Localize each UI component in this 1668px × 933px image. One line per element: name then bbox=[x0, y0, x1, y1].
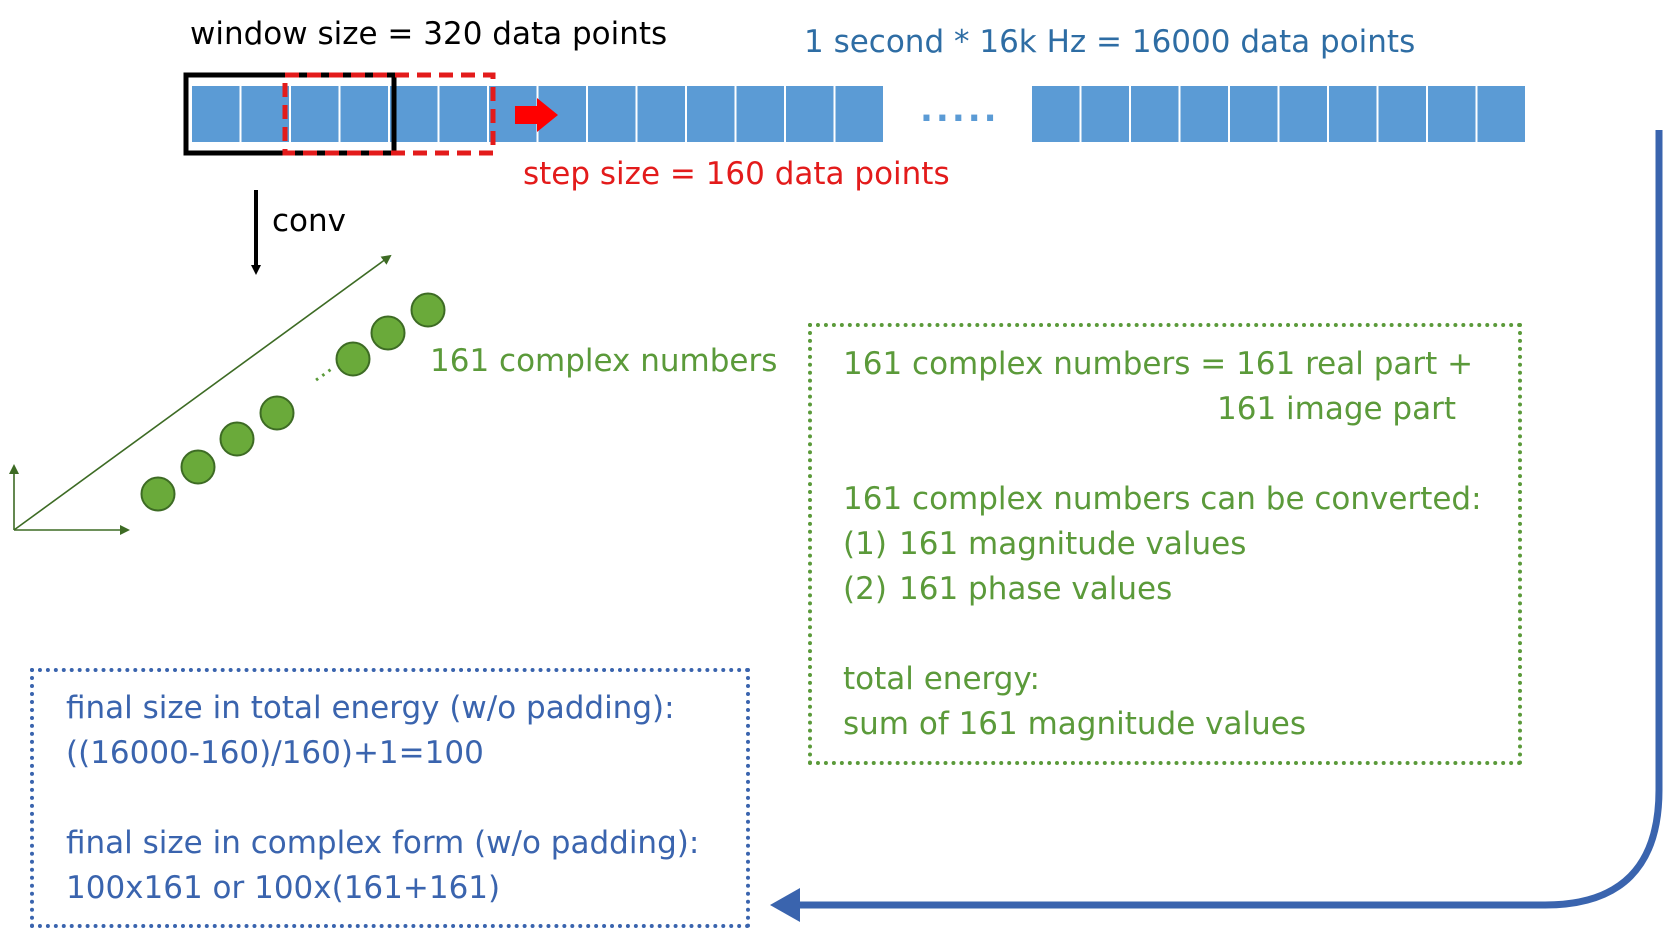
blue-box-line-1: final size in total energy (w/o padding)… bbox=[66, 690, 675, 726]
signal-cell bbox=[390, 86, 438, 142]
complex-number-dot bbox=[370, 315, 406, 351]
blue-box-line-2: ((16000-160)/160)+1=100 bbox=[66, 735, 484, 771]
axis-diagonal-icon bbox=[13, 254, 392, 531]
total-points-label: 1 second * 16k Hz = 16000 data points bbox=[804, 24, 1416, 60]
signal-cell bbox=[192, 86, 240, 142]
complex-number-dot bbox=[259, 395, 295, 431]
complex-number-dot bbox=[180, 449, 216, 485]
signal-cell bbox=[687, 86, 735, 142]
signal-cell bbox=[1428, 86, 1476, 142]
complex-info-box bbox=[808, 323, 1522, 765]
signal-ellipsis: ..... bbox=[920, 90, 1000, 130]
complex-number-dot bbox=[140, 476, 176, 512]
signal-cell bbox=[439, 86, 487, 142]
signal-cell bbox=[1477, 86, 1525, 142]
complex-number-dots bbox=[140, 292, 446, 512]
signal-cells-left bbox=[192, 86, 883, 142]
signal-cell bbox=[736, 86, 784, 142]
total-energy-title: total energy: bbox=[843, 661, 1040, 697]
signal-cell bbox=[588, 86, 636, 142]
step-window-frame bbox=[282, 72, 496, 156]
signal-cell bbox=[1329, 86, 1377, 142]
signal-cell bbox=[637, 86, 685, 142]
green-box-line-1: 161 complex numbers = 161 real part + bbox=[843, 346, 1474, 382]
blue-box-line-3: final size in complex form (w/o padding)… bbox=[66, 825, 700, 861]
signal-cell bbox=[786, 86, 834, 142]
complex-numbers-label: 161 complex numbers bbox=[430, 343, 778, 379]
signal-cell bbox=[1180, 86, 1228, 142]
step-size-label: step size = 160 data points bbox=[523, 156, 950, 192]
return-arrow-head-icon bbox=[770, 888, 800, 922]
complex-number-dot bbox=[219, 421, 255, 457]
total-energy-text: sum of 161 magnitude values bbox=[843, 706, 1306, 742]
green-box-item-2-number: (2) bbox=[843, 571, 887, 607]
green-box-item-1-number: (1) bbox=[843, 526, 887, 562]
signal-cell bbox=[1081, 86, 1129, 142]
conv-label: conv bbox=[272, 203, 347, 239]
green-box-line-3: 161 complex numbers can be converted: bbox=[843, 481, 1482, 517]
signal-cell bbox=[1230, 86, 1278, 142]
signal-cell bbox=[835, 86, 883, 142]
blue-box-line-4: 100x161 or 100x(161+161) bbox=[66, 870, 501, 906]
final-size-box bbox=[30, 668, 750, 928]
complex-number-dot bbox=[335, 341, 371, 377]
signal-cell bbox=[1131, 86, 1179, 142]
green-box-item-2-text: 161 phase values bbox=[899, 571, 1173, 607]
signal-cell bbox=[291, 86, 339, 142]
signal-cell bbox=[241, 86, 289, 142]
green-box-line-2: 161 image part bbox=[1217, 391, 1457, 427]
window-size-label: window size = 320 data points bbox=[190, 16, 668, 52]
signal-cells-right bbox=[1032, 86, 1525, 142]
signal-cell bbox=[340, 86, 388, 142]
signal-cell bbox=[1279, 86, 1327, 142]
signal-cell bbox=[1032, 86, 1080, 142]
complex-number-dot bbox=[410, 292, 446, 328]
signal-cell bbox=[1378, 86, 1426, 142]
return-arrow-icon bbox=[795, 130, 1663, 909]
step-arrow-icon bbox=[515, 98, 558, 132]
green-box-item-1-text: 161 magnitude values bbox=[899, 526, 1247, 562]
